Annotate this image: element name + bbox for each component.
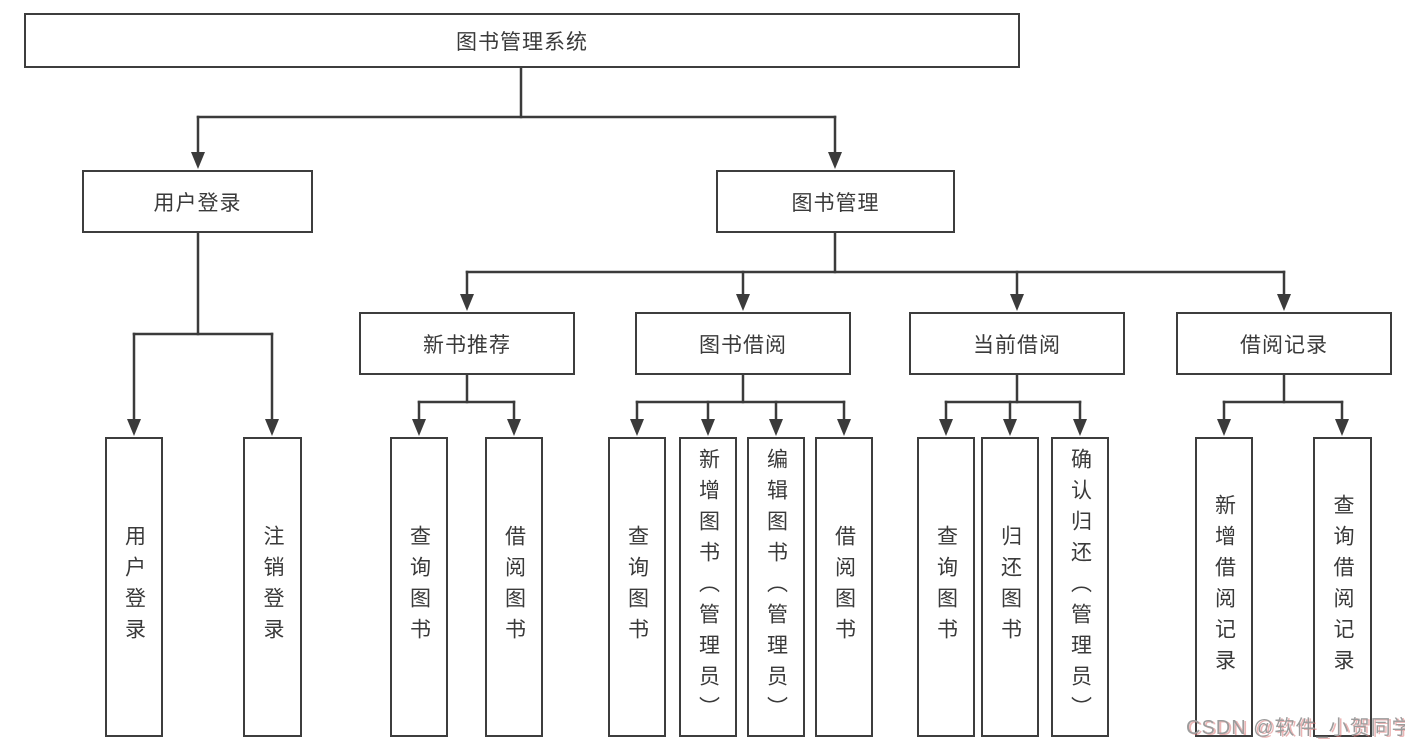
leaf-borrow-books-1: 借阅图书: [485, 437, 543, 737]
leaf-query-borrow-record: 查询借阅记录: [1313, 437, 1372, 737]
node-label: 借阅记录: [1240, 333, 1328, 357]
leaf-logout: 注销登录: [243, 437, 302, 737]
arrowheads: [127, 152, 1349, 436]
leaf-query-books-3: 查询图书: [917, 437, 975, 737]
node-new-book-recommend: 新书推荐: [359, 312, 575, 375]
node-label: 当前借阅: [973, 333, 1061, 357]
node-label: 新书推荐: [423, 333, 511, 357]
csdn-watermark: CSDN @软件_小贺同学: [1186, 717, 1405, 739]
node-label: 借阅图书: [502, 525, 526, 649]
node-label: 图书管理系统: [456, 30, 588, 54]
node-label: 图书管理: [791, 191, 880, 215]
leaf-query-books-1: 查询图书: [390, 437, 448, 737]
node-user-login: 用户登录: [82, 170, 313, 233]
leaf-add-books-admin: 新增图书（管理员）: [679, 437, 737, 737]
node-label: 归还图书: [998, 525, 1022, 649]
node-label: 用户登录: [122, 525, 146, 649]
node-label: 编辑图书（管理员）: [764, 447, 788, 727]
node-label: 新增图书（管理员）: [696, 447, 720, 727]
node-current-borrow: 当前借阅: [909, 312, 1125, 375]
node-label: 查询图书: [625, 525, 649, 649]
leaf-confirm-return-admin: 确认归还（管理员）: [1051, 437, 1109, 737]
leaf-borrow-books-2: 借阅图书: [815, 437, 873, 737]
node-label: 确认归还（管理员）: [1068, 447, 1092, 727]
leaf-edit-books-admin: 编辑图书（管理员）: [747, 437, 805, 737]
node-label: 用户登录: [153, 191, 242, 215]
node-label: 图书借阅: [699, 333, 787, 357]
node-borrow-records: 借阅记录: [1176, 312, 1392, 375]
leaf-add-borrow-record: 新增借阅记录: [1195, 437, 1253, 737]
node-label: 新增借阅记录: [1212, 494, 1236, 680]
node-label: 查询借阅记录: [1331, 494, 1354, 680]
leaf-query-books-2: 查询图书: [608, 437, 666, 737]
node-book-management: 图书管理: [716, 170, 955, 233]
leaf-return-books: 归还图书: [981, 437, 1039, 737]
node-label: 查询图书: [407, 525, 431, 649]
node-book-borrow: 图书借阅: [635, 312, 851, 375]
node-label: 注销登录: [261, 525, 284, 649]
leaf-user-login: 用户登录: [105, 437, 163, 737]
node-root-library-system: 图书管理系统: [24, 13, 1020, 68]
node-label: 借阅图书: [832, 525, 856, 649]
node-label: 查询图书: [934, 525, 958, 649]
